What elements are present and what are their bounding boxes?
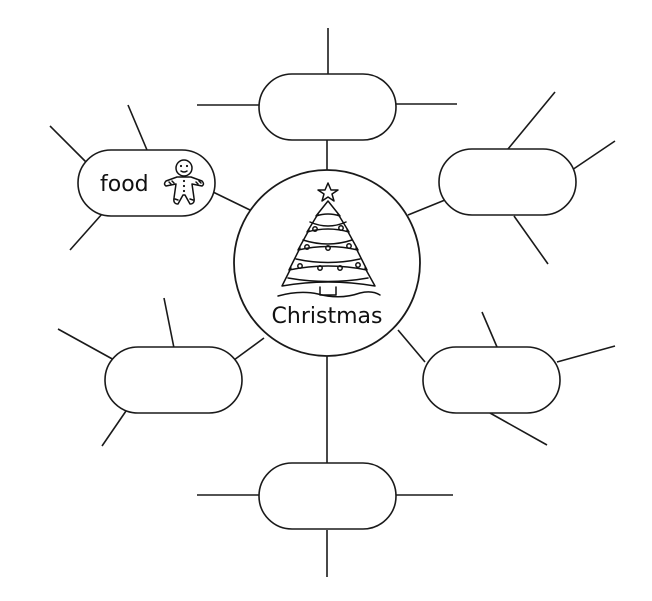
node-top[interactable] bbox=[258, 73, 397, 141]
node-food[interactable]: food bbox=[77, 149, 216, 217]
node-bottom[interactable] bbox=[258, 462, 397, 530]
christmas-tree-icon bbox=[277, 182, 381, 298]
hub-label: Christmas bbox=[272, 304, 383, 329]
node-label: food bbox=[100, 172, 149, 197]
hub-node[interactable]: Christmas bbox=[233, 169, 421, 357]
node-lower-left[interactable] bbox=[104, 346, 243, 414]
connector-lower-left bbox=[233, 337, 265, 361]
hub-connectors bbox=[212, 140, 446, 464]
node-spokes bbox=[49, 28, 616, 577]
gingerbread-man-icon bbox=[163, 159, 205, 205]
connector-upper-right bbox=[407, 199, 446, 216]
connector-lower-right bbox=[397, 329, 426, 363]
connector-upper-left bbox=[212, 191, 251, 211]
node-upper-right[interactable] bbox=[438, 148, 577, 216]
node-lower-right[interactable] bbox=[422, 346, 561, 414]
